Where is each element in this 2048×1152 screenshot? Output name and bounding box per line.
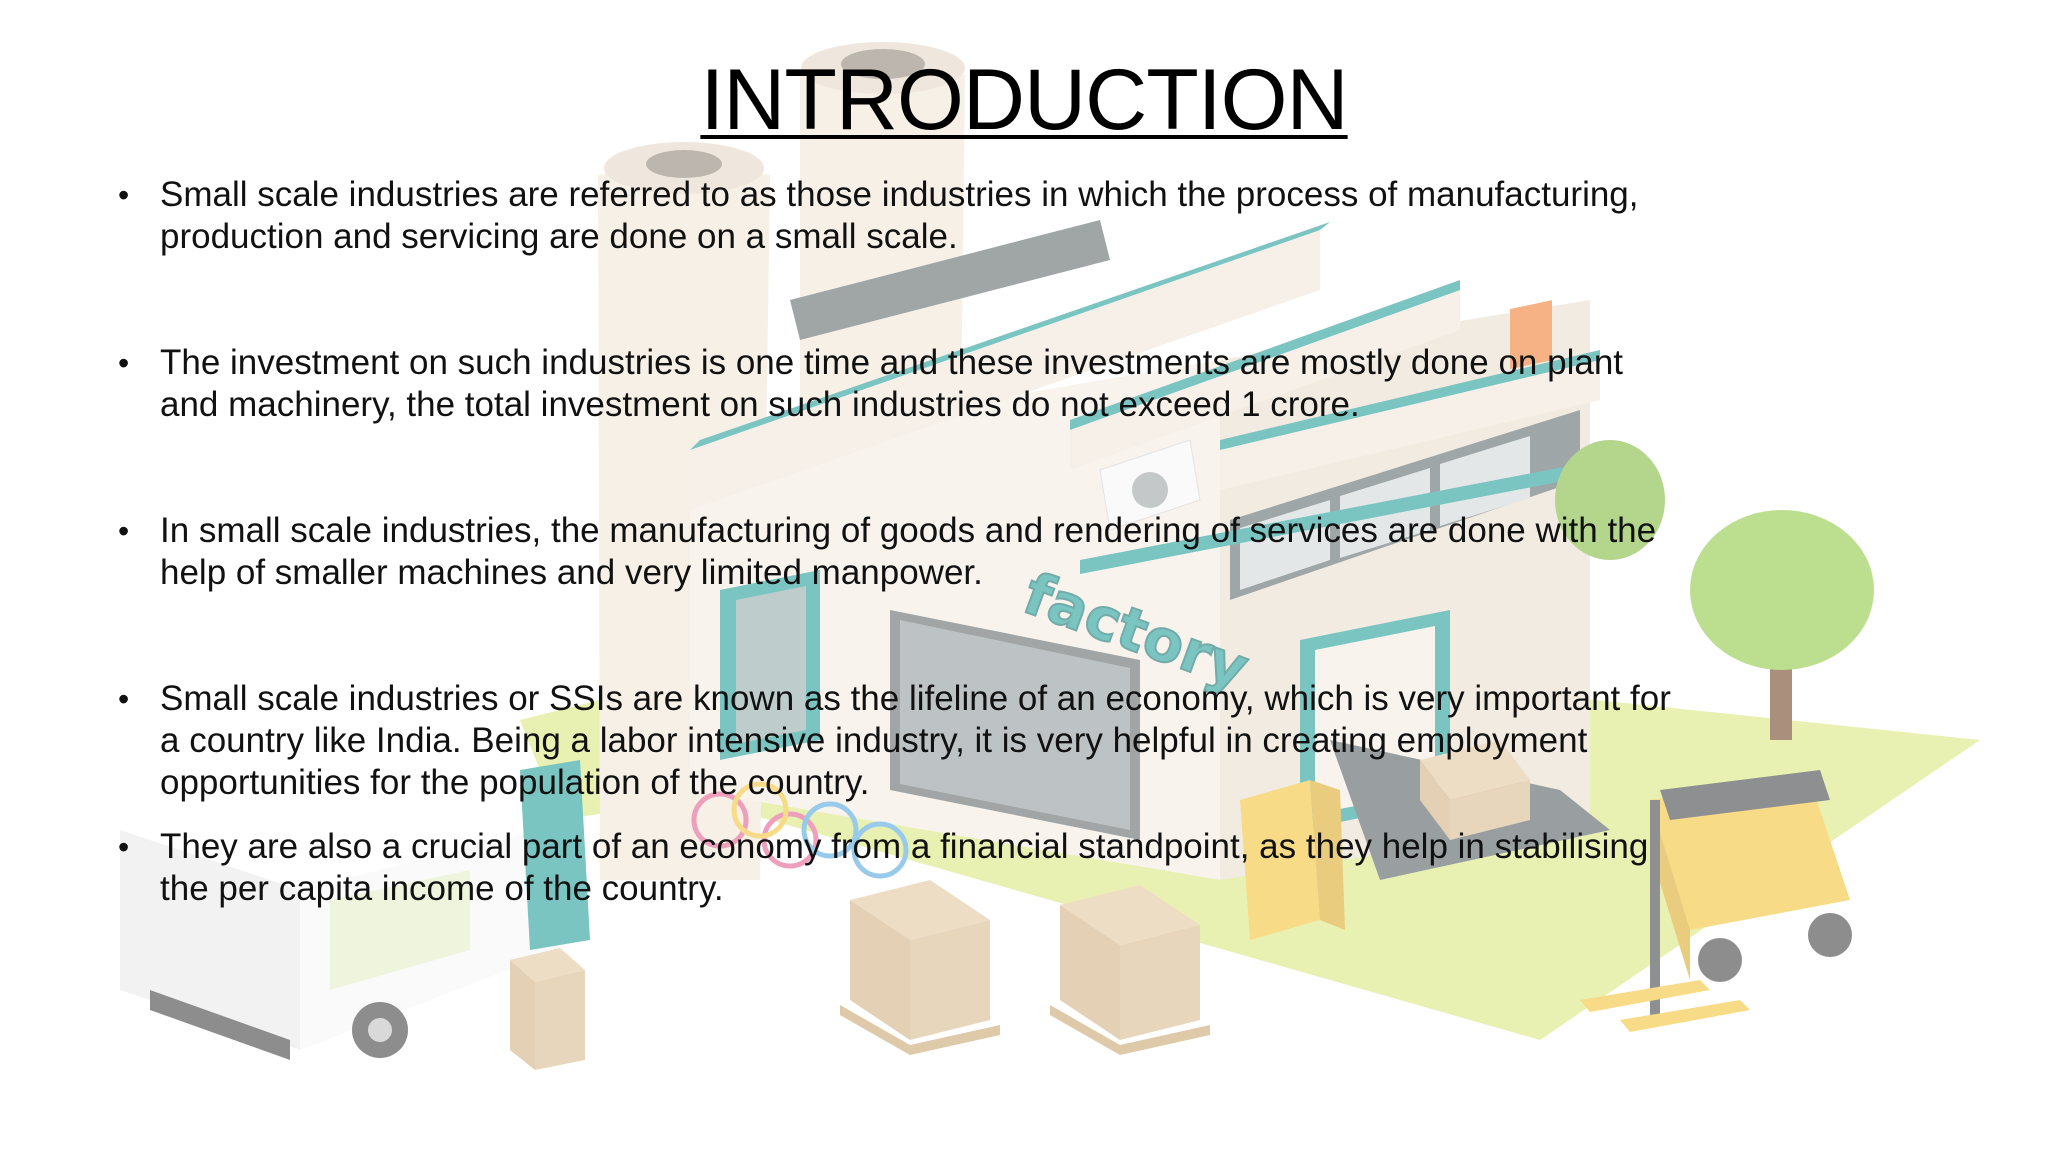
bicycles (691, 781, 909, 879)
truck (120, 760, 590, 1060)
bullet-item: • In small scale industries, the manufac… (118, 510, 1678, 594)
bullet-text: In small scale industries, the manufactu… (160, 511, 1657, 592)
bullet-glyph: • (118, 345, 130, 381)
bullet-text: Small scale industries are referred to a… (160, 175, 1639, 256)
bullet-item: • The investment on such industries is o… (118, 342, 1678, 426)
bullet-text: Small scale industries or SSIs are known… (160, 679, 1671, 802)
bullet-list: • Small scale industries are referred to… (118, 174, 1678, 910)
bullet-glyph: • (118, 681, 130, 717)
conveyor-boxes (1420, 740, 1530, 840)
bullet-glyph: • (118, 513, 130, 549)
bullet-glyph: • (118, 829, 130, 865)
factory-building: factory (690, 220, 1610, 940)
tree-middle (1555, 440, 1665, 560)
pallet-stack-1 (840, 880, 1000, 1055)
forklift (1580, 770, 1852, 1032)
bullet-text: The investment on such industries is one… (160, 343, 1624, 424)
tree-right (1690, 510, 1874, 740)
pallet-stack-2 (1050, 885, 1210, 1055)
bullet-text: They are also a crucial part of an econo… (160, 827, 1649, 908)
bullet-item: • Small scale industries are referred to… (118, 174, 1678, 258)
slide-title: INTRODUCTION (700, 52, 1348, 148)
bullet-glyph: • (118, 177, 130, 213)
small-box-stack (510, 948, 585, 1070)
bullet-item: • They are also a crucial part of an eco… (118, 826, 1678, 910)
bullet-item: • Small scale industries or SSIs are kno… (118, 678, 1678, 804)
